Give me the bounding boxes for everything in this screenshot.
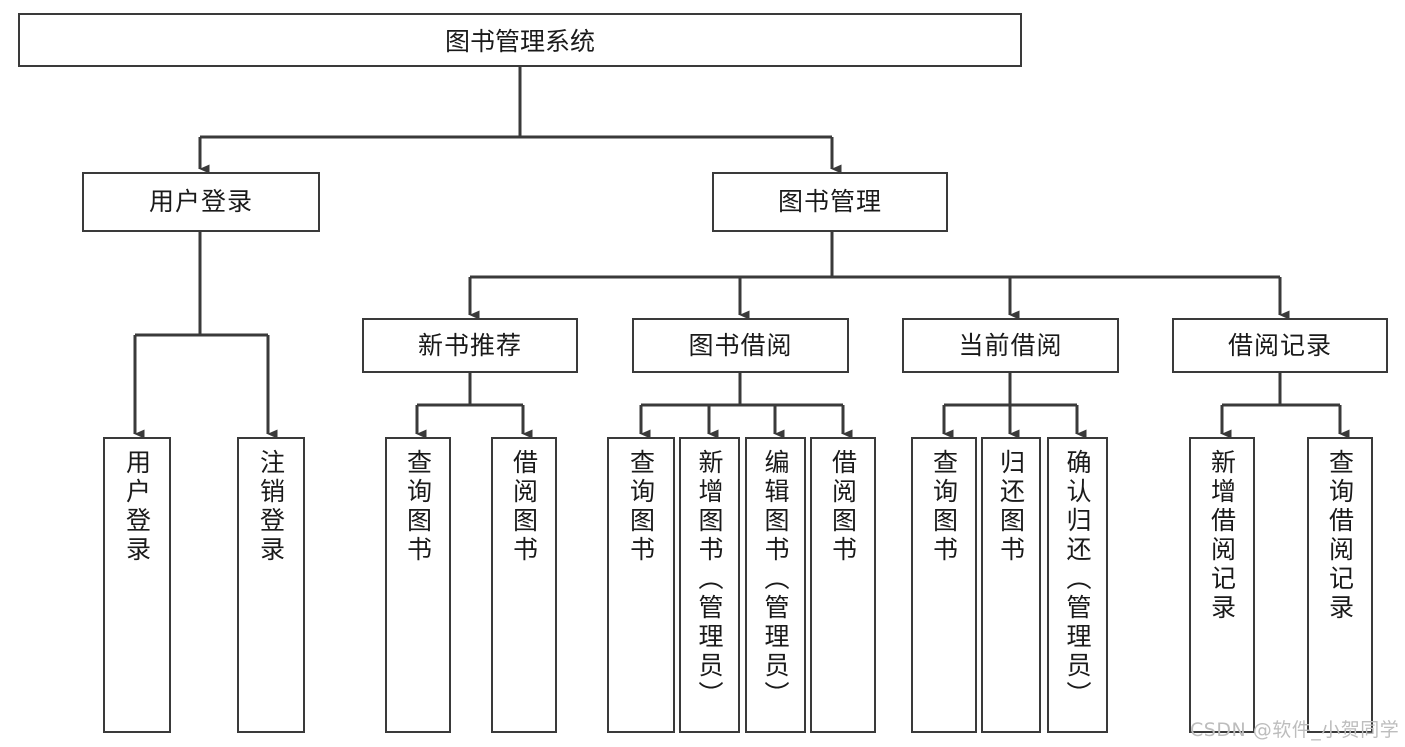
node-root-system[interactable]: 图书管理系统 (18, 13, 1022, 67)
leaf-label: 新增图书（管理员） (695, 449, 724, 710)
node-book-borrow[interactable]: 图书借阅 (632, 318, 849, 373)
watermark-credit: CSDN @软件_小贺同学 (1190, 719, 1400, 741)
node-book-management[interactable]: 图书管理 (712, 172, 948, 232)
leaf-label: 归还图书 (996, 449, 1026, 565)
leaf-current-borrow-return[interactable]: 归还图书 (981, 437, 1041, 733)
node-borrow-record[interactable]: 借阅记录 (1172, 318, 1388, 373)
leaf-new-book-borrow[interactable]: 借阅图书 (491, 437, 557, 733)
leaf-label: 查询图书 (929, 449, 959, 565)
leaf-label: 借阅图书 (509, 449, 539, 565)
leaf-book-borrow-add[interactable]: 新增图书（管理员） (679, 437, 740, 733)
leaf-new-book-query[interactable]: 查询图书 (385, 437, 451, 733)
leaf-book-borrow-edit[interactable]: 编辑图书（管理员） (745, 437, 806, 733)
leaf-user-login-login[interactable]: 用户登录 (103, 437, 171, 733)
leaf-current-borrow-query[interactable]: 查询图书 (911, 437, 977, 733)
leaf-label: 查询图书 (626, 449, 656, 565)
leaf-book-borrow-borrow[interactable]: 借阅图书 (810, 437, 876, 733)
leaf-label: 用户登录 (122, 449, 152, 565)
leaf-user-login-logout[interactable]: 注销登录 (237, 437, 305, 733)
node-new-book-recommend[interactable]: 新书推荐 (362, 318, 578, 373)
leaf-borrow-record-add[interactable]: 新增借阅记录 (1189, 437, 1255, 733)
leaf-label: 编辑图书（管理员） (761, 449, 790, 710)
leaf-book-borrow-query[interactable]: 查询图书 (607, 437, 675, 733)
leaf-label: 注销登录 (256, 449, 286, 565)
leaf-label: 借阅图书 (828, 449, 858, 565)
leaf-label: 查询借阅记录 (1325, 449, 1355, 623)
leaf-current-borrow-confirm-return[interactable]: 确认归还（管理员） (1047, 437, 1108, 733)
node-user-login[interactable]: 用户登录 (82, 172, 320, 232)
leaf-borrow-record-query[interactable]: 查询借阅记录 (1307, 437, 1373, 733)
leaf-label: 确认归还（管理员） (1063, 449, 1092, 710)
leaf-label: 查询图书 (403, 449, 433, 565)
node-current-borrow[interactable]: 当前借阅 (902, 318, 1119, 373)
leaf-label: 新增借阅记录 (1207, 449, 1237, 623)
